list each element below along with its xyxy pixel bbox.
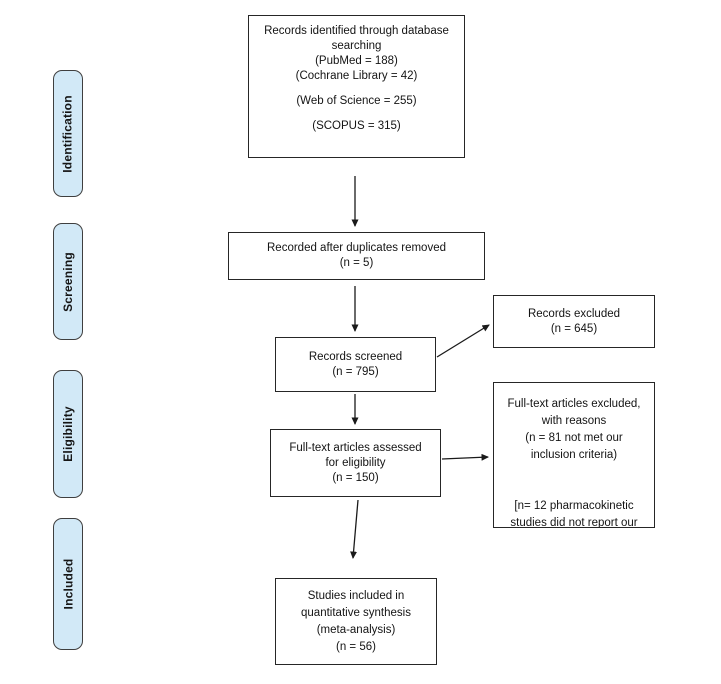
box-line: Full-text articles assessed [289,441,422,454]
box-line: Records excluded [527,307,621,320]
box-line: (PubMed = 188) [315,55,398,67]
box-line: Recorded after duplicates removed [267,242,446,254]
box-line-spacer [494,481,654,498]
box-line: (meta-analysis) [316,623,396,636]
box-line: inclusion criteria) [530,449,618,461]
box-line: quantitative synthesis [301,606,411,619]
box-fulltext-excluded: Full-text articles excluded, with reason… [493,382,655,528]
box-duplicates-removed: Recorded after duplicates removed (n = 5… [228,232,485,280]
box-line: Full-text articles excluded, [507,398,641,410]
box-line-spacer [249,84,464,94]
box-line: (n = 56) [336,640,376,653]
stage-identification: Identification [53,70,83,197]
box-line: (SCOPUS = 315) [312,120,401,132]
box-line: (Web of Science = 255) [296,95,417,107]
stage-eligibility: Eligibility [53,370,83,498]
box-line: searching [331,40,382,52]
box-line: Studies included in [307,589,405,602]
arrow-screened-to-excluded [436,324,490,358]
arrow-fulltext-to-ft-excluded [441,453,489,461]
arrow-fulltext-to-included [350,499,359,559]
box-line: (n = 5) [339,257,374,269]
box-line: studies did not report our [510,517,638,528]
stage-eligibility-label: Eligibility [61,406,76,462]
box-line: (n = 645) [550,322,598,335]
box-line-spacer [249,109,464,119]
box-line: Records screened [308,350,403,363]
box-records-identified: Records identified through database sear… [248,15,465,158]
box-fulltext-assessed: Full-text articles assessed for eligibil… [270,429,441,497]
box-line-spacer [494,464,654,481]
box-line: (n = 795) [332,365,379,378]
box-line: with reasons [541,415,607,427]
stage-screening: Screening [53,223,83,340]
stage-included-label: Included [61,558,75,610]
box-line: Records identified through database [264,25,449,37]
stage-identification-label: Identification [61,94,75,173]
box-line: (Cochrane Library = 42) [295,70,418,82]
box-line: [n= 12 pharmacokinetic [514,500,634,512]
box-line: for eligibility [325,456,386,469]
stage-screening-label: Screening [61,251,76,312]
box-line: (n = 81 not met our [525,432,623,444]
box-studies-included: Studies included in quantitative synthes… [275,578,437,665]
box-records-excluded: Records excluded (n = 645) [493,295,655,348]
stage-included: Included [53,518,83,650]
box-records-screened: Records screened (n = 795) [275,337,436,392]
box-line: (n = 150) [332,471,379,484]
